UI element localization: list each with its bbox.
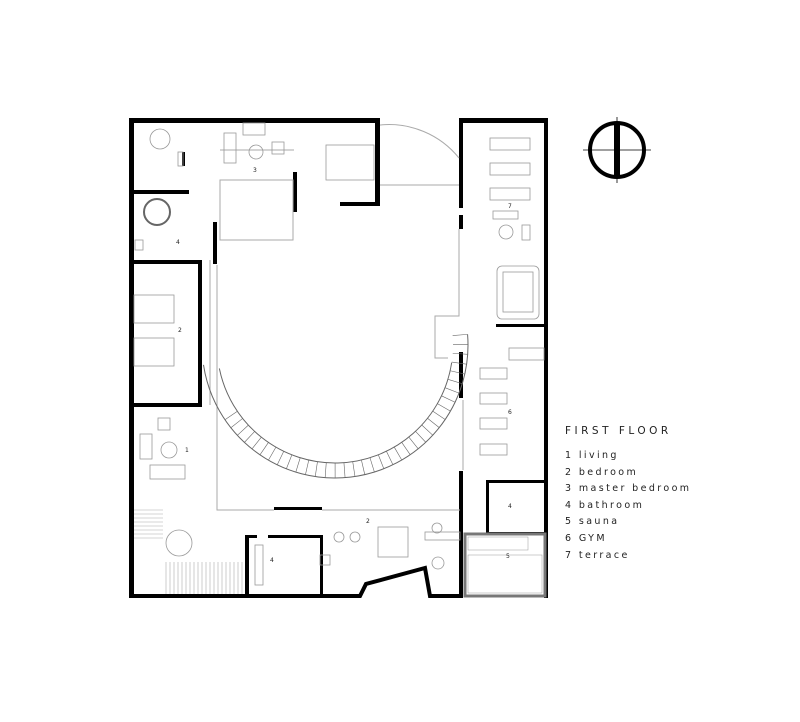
legend-item: 6 GYM xyxy=(565,532,607,544)
legend-item: 3 master bedroom xyxy=(565,483,692,495)
furniture xyxy=(133,122,545,586)
walls xyxy=(129,118,548,598)
stair-tread xyxy=(352,461,356,477)
room-tags: 3 4 2 1 4 2 7 6 4 5 xyxy=(176,167,512,564)
stair-tread xyxy=(452,352,468,355)
stair-tread xyxy=(450,370,465,375)
room-tag-terrace: 7 xyxy=(508,203,512,210)
stair-tread xyxy=(224,411,238,420)
stair-tread xyxy=(295,457,301,473)
stair-tread xyxy=(230,418,243,428)
stair-tread xyxy=(415,431,426,443)
room-tag-living: 1 xyxy=(185,447,189,454)
stair-tread xyxy=(427,418,440,428)
legend: FIRST FLOOR 1 living 2 bedroom 3 master … xyxy=(565,425,691,564)
room-tag-bathroom-top: 4 xyxy=(176,239,180,246)
room-tag-bathroom-bottom: 4 xyxy=(270,557,274,564)
stair-tread xyxy=(386,451,394,465)
stair-tread xyxy=(343,462,346,478)
compass-north-arrow-icon xyxy=(583,117,651,183)
sauna-bench xyxy=(467,536,543,594)
stair-tread xyxy=(408,436,419,449)
stair-tread xyxy=(401,442,411,455)
room-tag-bathroom-right: 4 xyxy=(508,503,512,510)
stair-tread xyxy=(447,379,463,384)
stair-tread xyxy=(259,442,269,455)
stair-tread xyxy=(451,361,467,365)
stair-edge xyxy=(218,362,453,464)
room-tag-master-bedroom: 3 xyxy=(253,167,257,174)
stair-tread xyxy=(251,436,262,450)
stair-tread xyxy=(276,451,285,465)
thin-lines xyxy=(209,124,464,511)
room-tag-sauna: 5 xyxy=(506,553,510,560)
stairs-straight xyxy=(134,509,243,594)
stair-edge xyxy=(202,334,469,479)
stair-tread xyxy=(444,387,460,394)
bottom-angled-wall xyxy=(322,565,462,598)
stair-tread xyxy=(421,424,433,436)
stair-tread xyxy=(378,454,385,469)
stair-tread xyxy=(286,454,293,469)
stair-tread xyxy=(268,447,277,461)
sauna-room xyxy=(463,532,547,598)
stair-tread xyxy=(452,334,468,336)
legend-title: FIRST FLOOR xyxy=(565,425,672,437)
stair-tread xyxy=(369,457,375,473)
stair-tread xyxy=(244,431,255,443)
room-tag-gym: 6 xyxy=(508,409,512,416)
stair-tread xyxy=(361,459,366,475)
stair-tread xyxy=(305,459,310,475)
stair-tread xyxy=(441,395,456,403)
stair-tread xyxy=(324,462,327,478)
room-tag-bedroom-left: 2 xyxy=(178,327,182,334)
curved-staircase xyxy=(202,334,469,479)
stair-tread xyxy=(393,446,403,461)
stair-tread xyxy=(437,403,451,412)
stair-tread xyxy=(237,424,249,436)
stair-tread xyxy=(432,410,446,420)
legend-item: 4 bathroom xyxy=(565,499,645,511)
legend-item: 5 sauna xyxy=(565,516,620,528)
room-tag-bedroom-bottom: 2 xyxy=(366,518,370,525)
legend-item: 1 living xyxy=(565,450,619,461)
legend-item: 2 bedroom xyxy=(565,466,639,478)
legend-item: 7 terrace xyxy=(565,549,630,561)
stair-tread xyxy=(314,461,318,477)
